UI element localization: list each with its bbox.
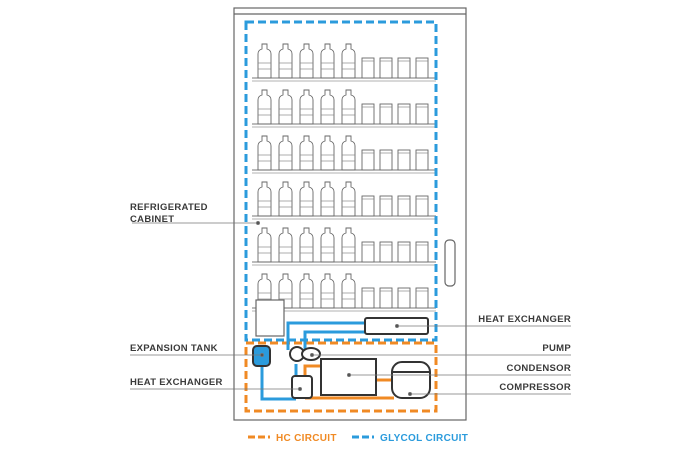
can — [379, 57, 393, 79]
bottle — [320, 89, 335, 125]
pump — [289, 346, 321, 362]
cabinet-outer-frame — [233, 7, 467, 421]
bottle — [299, 181, 314, 217]
leader-dot-pump — [309, 352, 314, 357]
shelf — [252, 227, 436, 266]
label-pump: PUMP — [542, 343, 571, 354]
can — [415, 149, 429, 171]
bottle — [341, 227, 356, 263]
door-handle — [444, 239, 456, 287]
bottle — [341, 135, 356, 171]
leader-dot-heat-exchanger-right — [394, 323, 399, 328]
glycol-pipe-upper — [286, 321, 365, 350]
bottle — [299, 227, 314, 263]
can — [397, 195, 411, 217]
can — [379, 149, 393, 171]
bottle — [320, 135, 335, 171]
bottle — [320, 43, 335, 79]
can — [361, 57, 375, 79]
can — [397, 57, 411, 79]
bottle — [299, 89, 314, 125]
can — [379, 103, 393, 125]
bottle — [278, 181, 293, 217]
can — [361, 149, 375, 171]
can — [379, 195, 393, 217]
can — [397, 287, 411, 309]
can — [397, 149, 411, 171]
bottle — [341, 181, 356, 217]
leader-lines — [130, 220, 571, 396]
bottle — [257, 89, 272, 125]
cabinet — [233, 7, 467, 421]
leader-dot-expansion-tank — [259, 352, 264, 357]
glycol-pipe-lower — [303, 330, 365, 350]
bottle — [257, 181, 272, 217]
hc-circuit-boundary — [244, 341, 438, 413]
leader-dot-cabinet — [255, 220, 260, 225]
label-expansion-tank: EXPANSION TANK — [130, 343, 218, 354]
bottle — [257, 227, 272, 263]
bottle — [341, 273, 356, 309]
leader-dot-condensor — [346, 372, 351, 377]
internal-unit-box — [255, 299, 285, 337]
bottle — [320, 273, 335, 309]
can — [397, 103, 411, 125]
glycol-circuit-boundary — [244, 20, 438, 342]
bottle — [320, 181, 335, 217]
can — [379, 287, 393, 309]
label-refrigerated-cabinet-line2: CABINET — [130, 214, 174, 225]
label-condensor: CONDENSOR — [507, 363, 571, 374]
can — [415, 57, 429, 79]
bottle — [341, 89, 356, 125]
bottle — [278, 227, 293, 263]
bottle — [341, 43, 356, 79]
legend: HC CIRCUIT GLYCOL CIRCUIT — [248, 433, 468, 444]
leader-dot-compressor — [407, 391, 412, 396]
can — [415, 241, 429, 263]
condensor — [320, 358, 377, 396]
label-refrigerated-cabinet-line1: REFRIGERATED — [130, 202, 208, 213]
label-heat-exchanger-left: HEAT EXCHANGER — [130, 377, 223, 388]
bottle — [299, 135, 314, 171]
compressor — [391, 361, 431, 399]
shelf — [252, 43, 436, 82]
can — [397, 241, 411, 263]
can — [379, 241, 393, 263]
heat-exchanger-lower — [291, 375, 313, 399]
bottle — [278, 89, 293, 125]
legend-glycol-label: GLYCOL CIRCUIT — [380, 433, 468, 444]
shelf-group — [252, 43, 436, 312]
can — [415, 287, 429, 309]
glycol-pipe-tank — [260, 366, 296, 401]
can — [415, 195, 429, 217]
leader-dot-heat-exchanger-left — [297, 386, 302, 391]
shelf — [252, 135, 436, 174]
can — [415, 103, 429, 125]
label-heat-exchanger-right: HEAT EXCHANGER — [478, 314, 571, 325]
bottle — [278, 135, 293, 171]
shelf — [252, 181, 436, 220]
bottle — [299, 273, 314, 309]
bottle — [299, 43, 314, 79]
bottle — [278, 43, 293, 79]
legend-hc-label: HC CIRCUIT — [276, 433, 337, 444]
can — [361, 195, 375, 217]
can — [361, 287, 375, 309]
can — [361, 103, 375, 125]
bottle — [257, 43, 272, 79]
bottle — [320, 227, 335, 263]
bottle — [257, 135, 272, 171]
shelf — [252, 89, 436, 128]
label-compressor: COMPRESSOR — [499, 382, 571, 393]
can — [361, 241, 375, 263]
